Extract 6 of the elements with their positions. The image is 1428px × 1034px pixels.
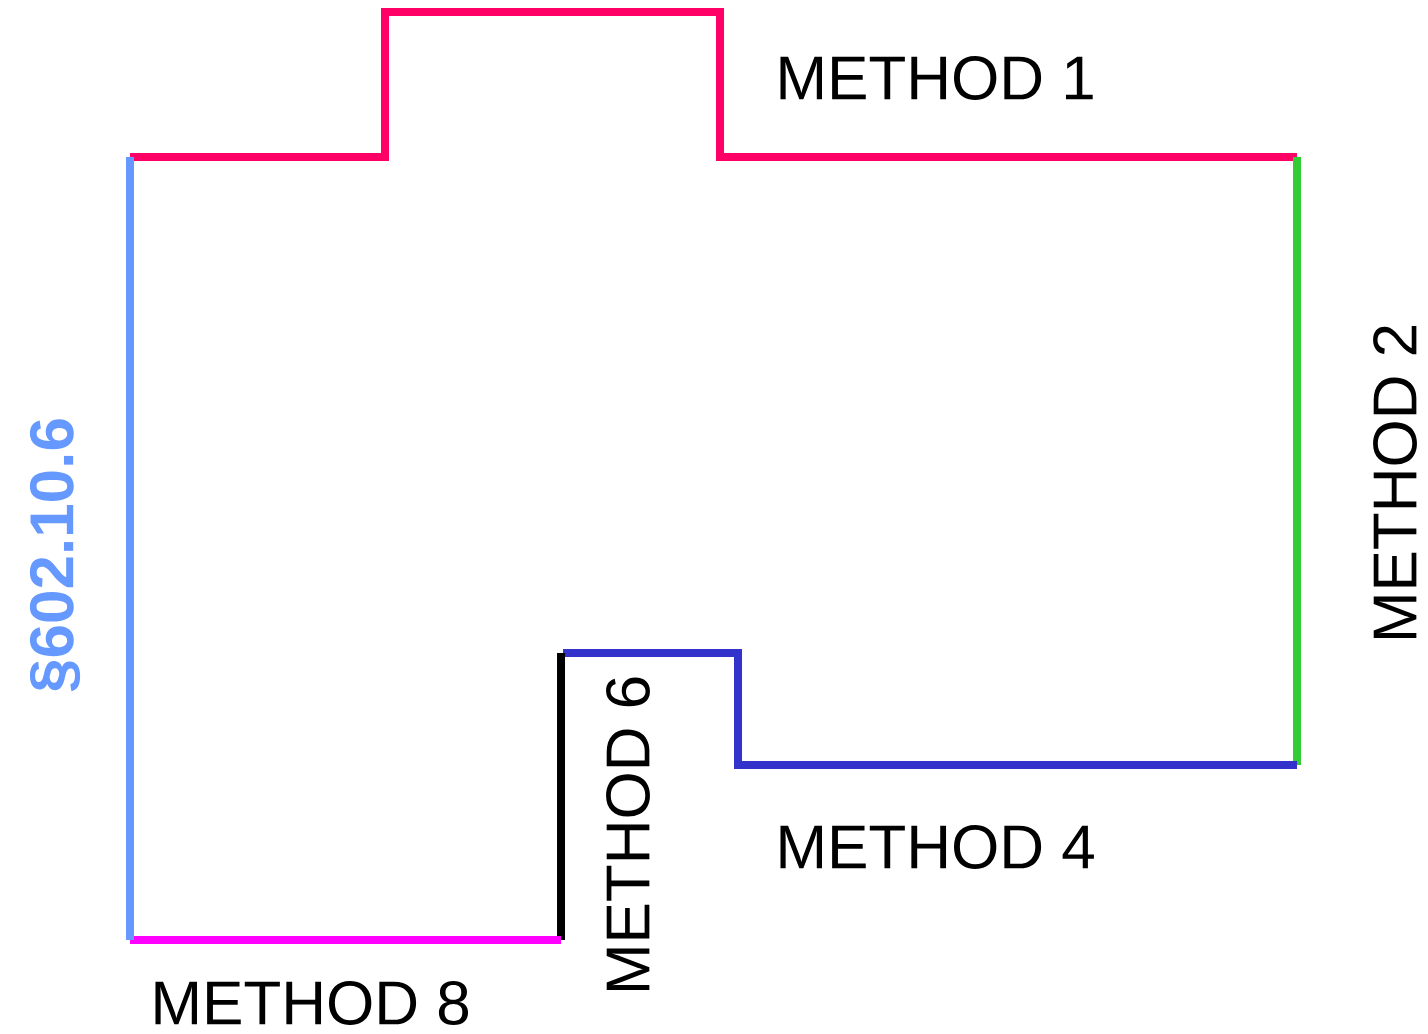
side-label: §602.10.6 xyxy=(29,419,81,692)
side-label: METHOD 4 xyxy=(780,825,1094,869)
side-label: METHOD 8 xyxy=(155,981,469,1025)
side-label: METHOD 6 xyxy=(606,677,650,991)
side-label: METHOD 1 xyxy=(780,56,1093,100)
side-label: METHOD 2 xyxy=(1373,326,1417,639)
